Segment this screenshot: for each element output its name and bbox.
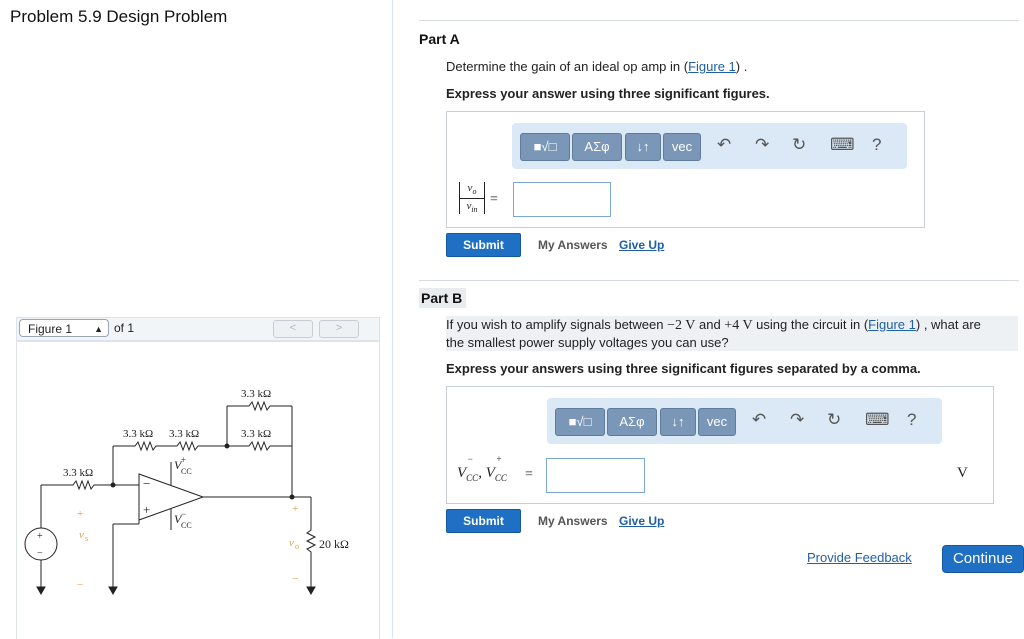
supply-voltages-label: V−CC, V+CC	[457, 454, 507, 483]
svg-text:−: −	[77, 579, 83, 591]
part-b-my-answers[interactable]: My Answers	[538, 514, 608, 528]
resistor-src	[41, 479, 139, 491]
templates-button[interactable]: ■√□	[520, 133, 570, 161]
resistor-left	[113, 440, 167, 452]
label-r-in-right: 3.3 kΩ	[169, 428, 199, 440]
vec-button[interactable]: vec	[663, 133, 701, 161]
svg-text:+: +	[181, 455, 186, 465]
part-b-equals: =	[525, 467, 533, 482]
undo-icon[interactable]: ↶	[752, 410, 767, 429]
undo-icon[interactable]: ↶	[717, 135, 732, 154]
svg-text:s: s	[85, 534, 88, 543]
provide-feedback-link[interactable]: Provide Feedback	[807, 550, 912, 565]
vec-button[interactable]: vec	[698, 408, 736, 436]
label-r-src: 3.3 kΩ	[63, 467, 93, 479]
resistor-fb	[227, 440, 292, 452]
help-icon[interactable]: ?	[872, 135, 882, 154]
label-r-top: 3.3 kΩ	[241, 388, 271, 400]
part-b-answer-input[interactable]	[546, 458, 645, 493]
svg-text:V: V	[174, 458, 183, 472]
svg-text:+: +	[77, 508, 83, 520]
part-a-answer-input[interactable]	[513, 182, 611, 217]
arrows-button[interactable]: ↓↑	[625, 133, 661, 161]
part-a-divider	[419, 20, 1019, 21]
part-a-toolbar: ■√□ ΑΣφ ↓↑ vec ↶ ↷ ↻ ⌨ ?	[512, 123, 907, 169]
part-a-answer-box: ■√□ ΑΣφ ↓↑ vec ↶ ↷ ↻ ⌨ ? vo vin =	[446, 111, 925, 228]
svg-text:+: +	[37, 531, 43, 542]
gain-label: vo vin	[459, 182, 485, 214]
next-figure-button[interactable]: >	[319, 320, 359, 338]
greek-button[interactable]: ΑΣφ	[572, 133, 622, 161]
part-b-submit-button[interactable]: Submit	[446, 509, 521, 533]
prev-figure-button[interactable]: <	[273, 320, 313, 338]
parts-panel: Part A Determine the gain of an ideal op…	[393, 0, 1024, 638]
greek-button[interactable]: ΑΣφ	[607, 408, 657, 436]
keyboard-icon[interactable]: ⌨	[865, 410, 890, 429]
svg-text:−: −	[181, 509, 186, 519]
resistor-mid	[167, 440, 227, 452]
part-b-label: Part B	[419, 288, 467, 308]
op-amp	[138, 473, 205, 521]
svg-text:+: +	[143, 502, 150, 517]
circuit-diagram: 3.3 kΩ 3.3 kΩ 3.3 kΩ 3.3 kΩ 3.3 kΩ − +	[24, 388, 349, 596]
svg-text:−: −	[37, 548, 43, 559]
figure-select[interactable]: Figure 1 ▲	[19, 319, 109, 337]
part-a-equals: =	[490, 192, 498, 207]
svg-text:−: −	[292, 573, 298, 585]
part-b-toolbar: ■√□ ΑΣφ ↓↑ vec ↶ ↷ ↻ ⌨ ?	[547, 398, 942, 444]
label-r-load: 20 kΩ	[319, 537, 349, 551]
figure-area: 3.3 kΩ 3.3 kΩ 3.3 kΩ 3.3 kΩ 3.3 kΩ − +	[16, 341, 380, 639]
part-b-unit: V	[957, 465, 968, 481]
redo-icon[interactable]: ↷	[755, 135, 770, 154]
reset-icon[interactable]: ↻	[827, 410, 842, 429]
select-arrows-icon: ▲	[94, 324, 103, 334]
problem-panel: Problem 5.9 Design Problem Figure 1 ▲ of…	[0, 0, 393, 639]
part-a-instruction: Express your answer using three signific…	[446, 86, 770, 101]
svg-text:v: v	[289, 537, 294, 549]
label-r-in-left: 3.3 kΩ	[123, 428, 153, 440]
svg-text:CC: CC	[181, 467, 192, 476]
resistor-load	[305, 497, 317, 587]
redo-icon[interactable]: ↷	[790, 410, 805, 429]
svg-text:−: −	[143, 476, 150, 491]
part-a-question: Determine the gain of an ideal op amp in…	[446, 59, 748, 74]
svg-text:v: v	[79, 529, 84, 541]
part-b-divider	[419, 280, 1019, 281]
templates-button[interactable]: ■√□	[555, 408, 605, 436]
part-b-figure-link[interactable]: Figure 1	[868, 317, 916, 332]
reset-icon[interactable]: ↻	[792, 135, 807, 154]
part-b-give-up[interactable]: Give Up	[619, 514, 665, 528]
part-a-submit-button[interactable]: Submit	[446, 233, 521, 257]
resistor-top	[227, 400, 292, 412]
part-a-figure-link[interactable]: Figure 1	[688, 59, 736, 74]
arrows-button[interactable]: ↓↑	[660, 408, 696, 436]
svg-text:+: +	[292, 503, 298, 515]
svg-text:V: V	[174, 512, 183, 526]
part-a-label: Part A	[419, 31, 460, 47]
part-b-question: If you wish to amplify signals between −…	[446, 316, 1018, 351]
figure-select-value: Figure 1	[28, 322, 73, 336]
part-a-give-up[interactable]: Give Up	[619, 238, 665, 252]
svg-text:CC: CC	[181, 521, 192, 530]
figure-nav-bar: Figure 1 ▲ of 1 < >	[16, 317, 380, 341]
part-b-instruction: Express your answers using three signifi…	[446, 361, 921, 376]
problem-title: Problem 5.9 Design Problem	[10, 7, 228, 26]
svg-text:o: o	[295, 542, 299, 551]
part-b-answer-box: ■√□ ΑΣφ ↓↑ vec ↶ ↷ ↻ ⌨ ? V−CC, V+CC = V	[446, 386, 994, 504]
label-r-fb: 3.3 kΩ	[241, 428, 271, 440]
keyboard-icon[interactable]: ⌨	[830, 135, 855, 154]
help-icon[interactable]: ?	[907, 410, 917, 429]
figure-count: of 1	[114, 321, 135, 335]
part-a-my-answers[interactable]: My Answers	[538, 238, 608, 252]
continue-button[interactable]: Continue	[942, 545, 1024, 573]
